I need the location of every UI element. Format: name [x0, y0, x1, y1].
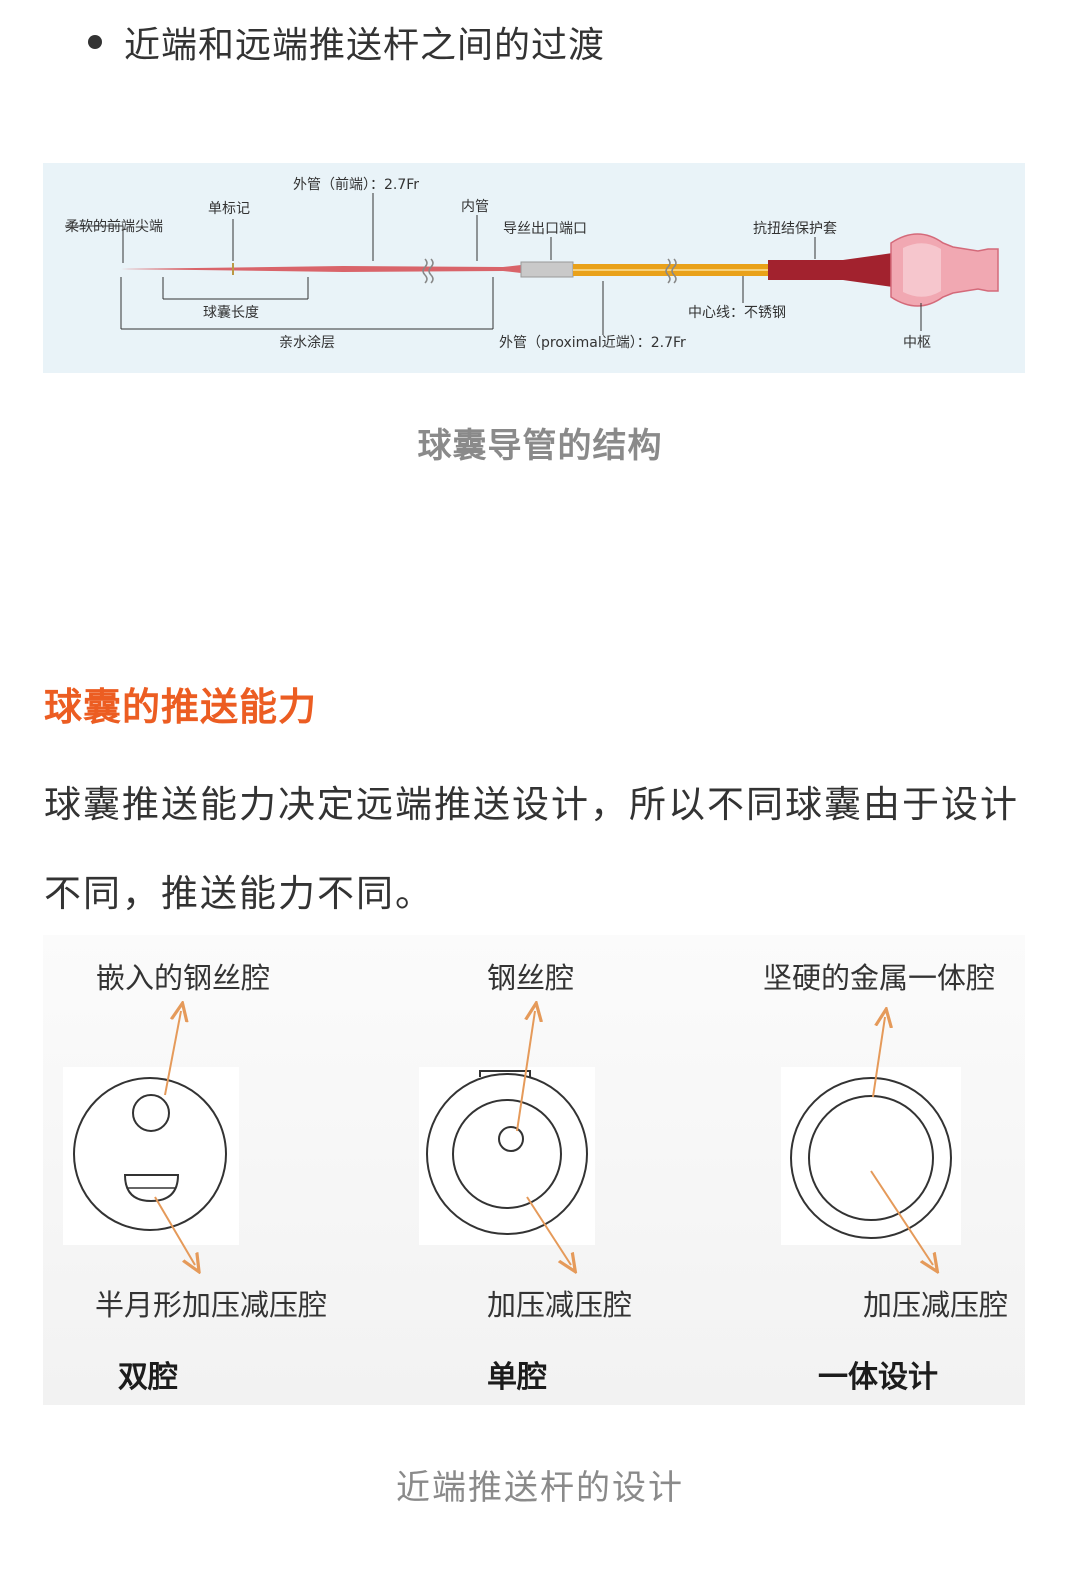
- catheter-structure-figure: 柔软的前端尖端 单标记 外管（前端）：2.7Fr 内管 导丝出口端口 抗扭结保护…: [43, 163, 1025, 373]
- single-bottom-label: 加压减压腔: [487, 1288, 632, 1322]
- label-inner: 内管: [461, 199, 489, 215]
- integrated-arrow-up: [872, 1017, 885, 1098]
- panel-dual-lumen: 嵌入的钢丝腔 半月形加压减压腔 双腔: [63, 961, 327, 1395]
- break-mark-2: [665, 258, 671, 284]
- integrated-name: 一体设计: [818, 1360, 938, 1395]
- dual-arrow-down: [154, 1196, 195, 1265]
- dual-wire-lumen: [132, 1094, 170, 1132]
- guidewire-port: [520, 261, 574, 278]
- hub-wing: [903, 243, 941, 297]
- integrated-inner-circle: [808, 1095, 934, 1221]
- label-marker: 单标记: [208, 201, 250, 217]
- panel-single-lumen: 钢丝腔 加压减压腔 单腔: [419, 961, 632, 1395]
- lumen-design-figure: 嵌入的钢丝腔 半月形加压减压腔 双腔 钢丝腔 加压减压腔 单腔 坚硬的金属一体腔…: [43, 935, 1025, 1405]
- dual-bottom-label: 半月形加压减压腔: [95, 1288, 327, 1322]
- label-balloon-length: 球囊长度: [203, 304, 259, 321]
- catheter-diagram: 柔软的前端尖端 单标记 外管（前端）：2.7Fr 内管 导丝出口端口 抗扭结保护…: [65, 176, 999, 351]
- integrated-top-label: 坚硬的金属一体腔: [763, 961, 995, 995]
- section-paragraph: 球囊推送能力决定远端推送设计，所以不同球囊由于设计不同，推送能力不同。: [44, 783, 1019, 915]
- panel-integrated: 坚硬的金属一体腔 加压减压腔 一体设计: [763, 961, 1008, 1395]
- single-top-label: 钢丝腔: [487, 961, 574, 995]
- break-mark-1: [422, 258, 428, 284]
- dual-top-label: 嵌入的钢丝腔: [96, 961, 270, 995]
- break-mark-1b: [428, 258, 434, 284]
- dual-outer-circle: [73, 1077, 227, 1231]
- label-outer-proximal: 外管（proximal近端）：2.7Fr: [499, 335, 686, 351]
- integrated-bottom-label: 加压减压腔: [863, 1288, 1008, 1322]
- bullet-text: 近端和远端推送杆之间的过渡: [124, 25, 606, 66]
- dual-name: 双腔: [118, 1360, 178, 1395]
- label-guidewire-exit: 导丝出口端口: [503, 221, 587, 237]
- distal-shaft: [121, 265, 521, 273]
- label-core-wire: 中心线：不锈钢: [688, 305, 786, 321]
- single-inner-circle: [452, 1099, 562, 1209]
- single-wire-lumen: [498, 1126, 524, 1152]
- figure2-caption: 近端推送杆的设计: [396, 1468, 684, 1508]
- label-outer-front: 外管（前端）：2.7Fr: [293, 176, 419, 193]
- label-strain-relief: 抗扭结保护套: [753, 221, 837, 237]
- label-hub: 中枢: [903, 335, 931, 351]
- strain-relief: [768, 253, 893, 287]
- single-name: 单腔: [487, 1360, 547, 1395]
- label-tip: 柔软的前端尖端: [65, 218, 163, 235]
- label-hydrophilic: 亲水涂层: [279, 335, 335, 351]
- lumen-diagram: 嵌入的钢丝腔 半月形加压减压腔 双腔 钢丝腔 加压减压腔 单腔 坚硬的金属一体腔…: [63, 961, 1008, 1395]
- bullet-item: 近端和远端推送杆之间的过渡: [88, 16, 605, 68]
- integrated-arrow-down: [870, 1170, 933, 1265]
- single-arrow-down: [526, 1196, 571, 1265]
- section-heading: 球囊的推送能力: [44, 685, 318, 729]
- dual-arrow-up: [164, 1011, 181, 1096]
- single-notch: [479, 1070, 531, 1077]
- break-mark-2b: [671, 258, 677, 284]
- single-arrow-up: [516, 1011, 535, 1132]
- figure1-caption: 球囊导管的结构: [417, 426, 663, 466]
- bullet-dot: [88, 35, 102, 49]
